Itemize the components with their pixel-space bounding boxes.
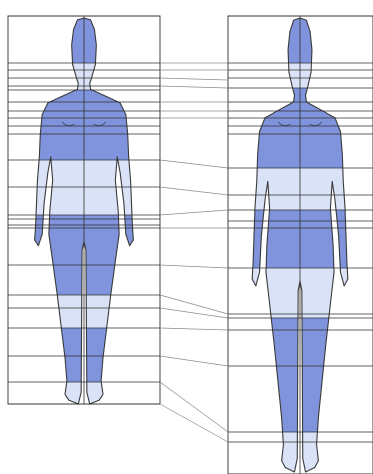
connector-line-12	[160, 295, 228, 314]
connector-lines	[160, 63, 228, 442]
right-figure-band-1	[228, 63, 373, 88]
connector-line-8	[160, 187, 228, 195]
right-figure-bands	[228, 16, 373, 474]
connector-line-16	[160, 382, 228, 432]
connector-line-11	[160, 265, 228, 268]
connector-line-7	[160, 160, 228, 168]
left-figure-group	[8, 16, 160, 404]
connector-line-14	[160, 328, 228, 330]
right-figure-band-6	[228, 318, 373, 432]
connector-line-17	[160, 404, 228, 442]
right-figure-band-3	[228, 168, 373, 210]
connector-line-2	[160, 78, 228, 80]
connector-line-9	[160, 210, 228, 215]
connector-line-13	[160, 308, 228, 318]
right-figure-band-7	[228, 432, 373, 474]
right-figure-band-0	[228, 16, 373, 63]
right-figure-group	[228, 16, 373, 474]
right-figure-band-4	[228, 210, 373, 268]
right-figure-band-5	[228, 268, 373, 318]
connector-line-15	[160, 356, 228, 366]
right-figure-band-2	[228, 88, 373, 168]
connector-line-3	[160, 86, 228, 88]
